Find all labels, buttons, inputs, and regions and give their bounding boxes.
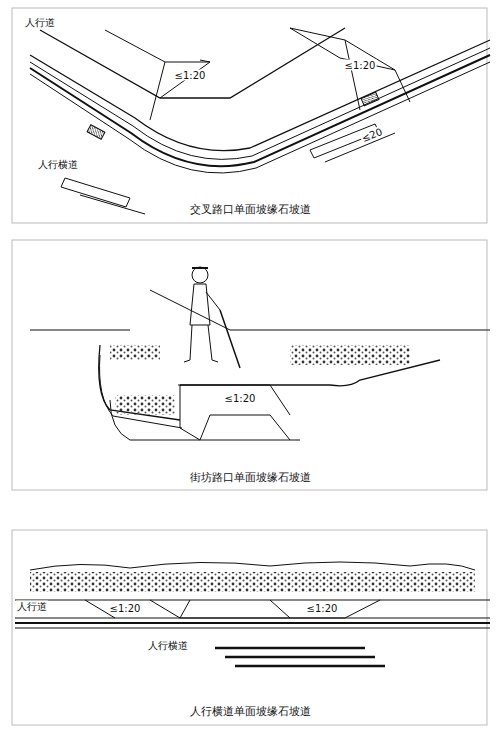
label: ≤1:20 [109, 603, 142, 614]
label: 人行道 [16, 601, 48, 612]
label: ≤1:20 [344, 60, 377, 71]
caption: 交叉路口单面坡缘石坡道 [189, 204, 312, 216]
label: ≤1:20 [306, 603, 339, 614]
label: 人行横道 [37, 159, 79, 170]
label: ≤1:20 [174, 70, 207, 81]
label: 人行道 [24, 17, 56, 28]
caption: 街坊路口单面坡缘石坡道 [189, 472, 312, 484]
caption: 人行横道单面坡缘石坡道 [189, 706, 312, 718]
label: ≤1:20 [224, 393, 257, 404]
label: 人行横道 [147, 640, 189, 651]
